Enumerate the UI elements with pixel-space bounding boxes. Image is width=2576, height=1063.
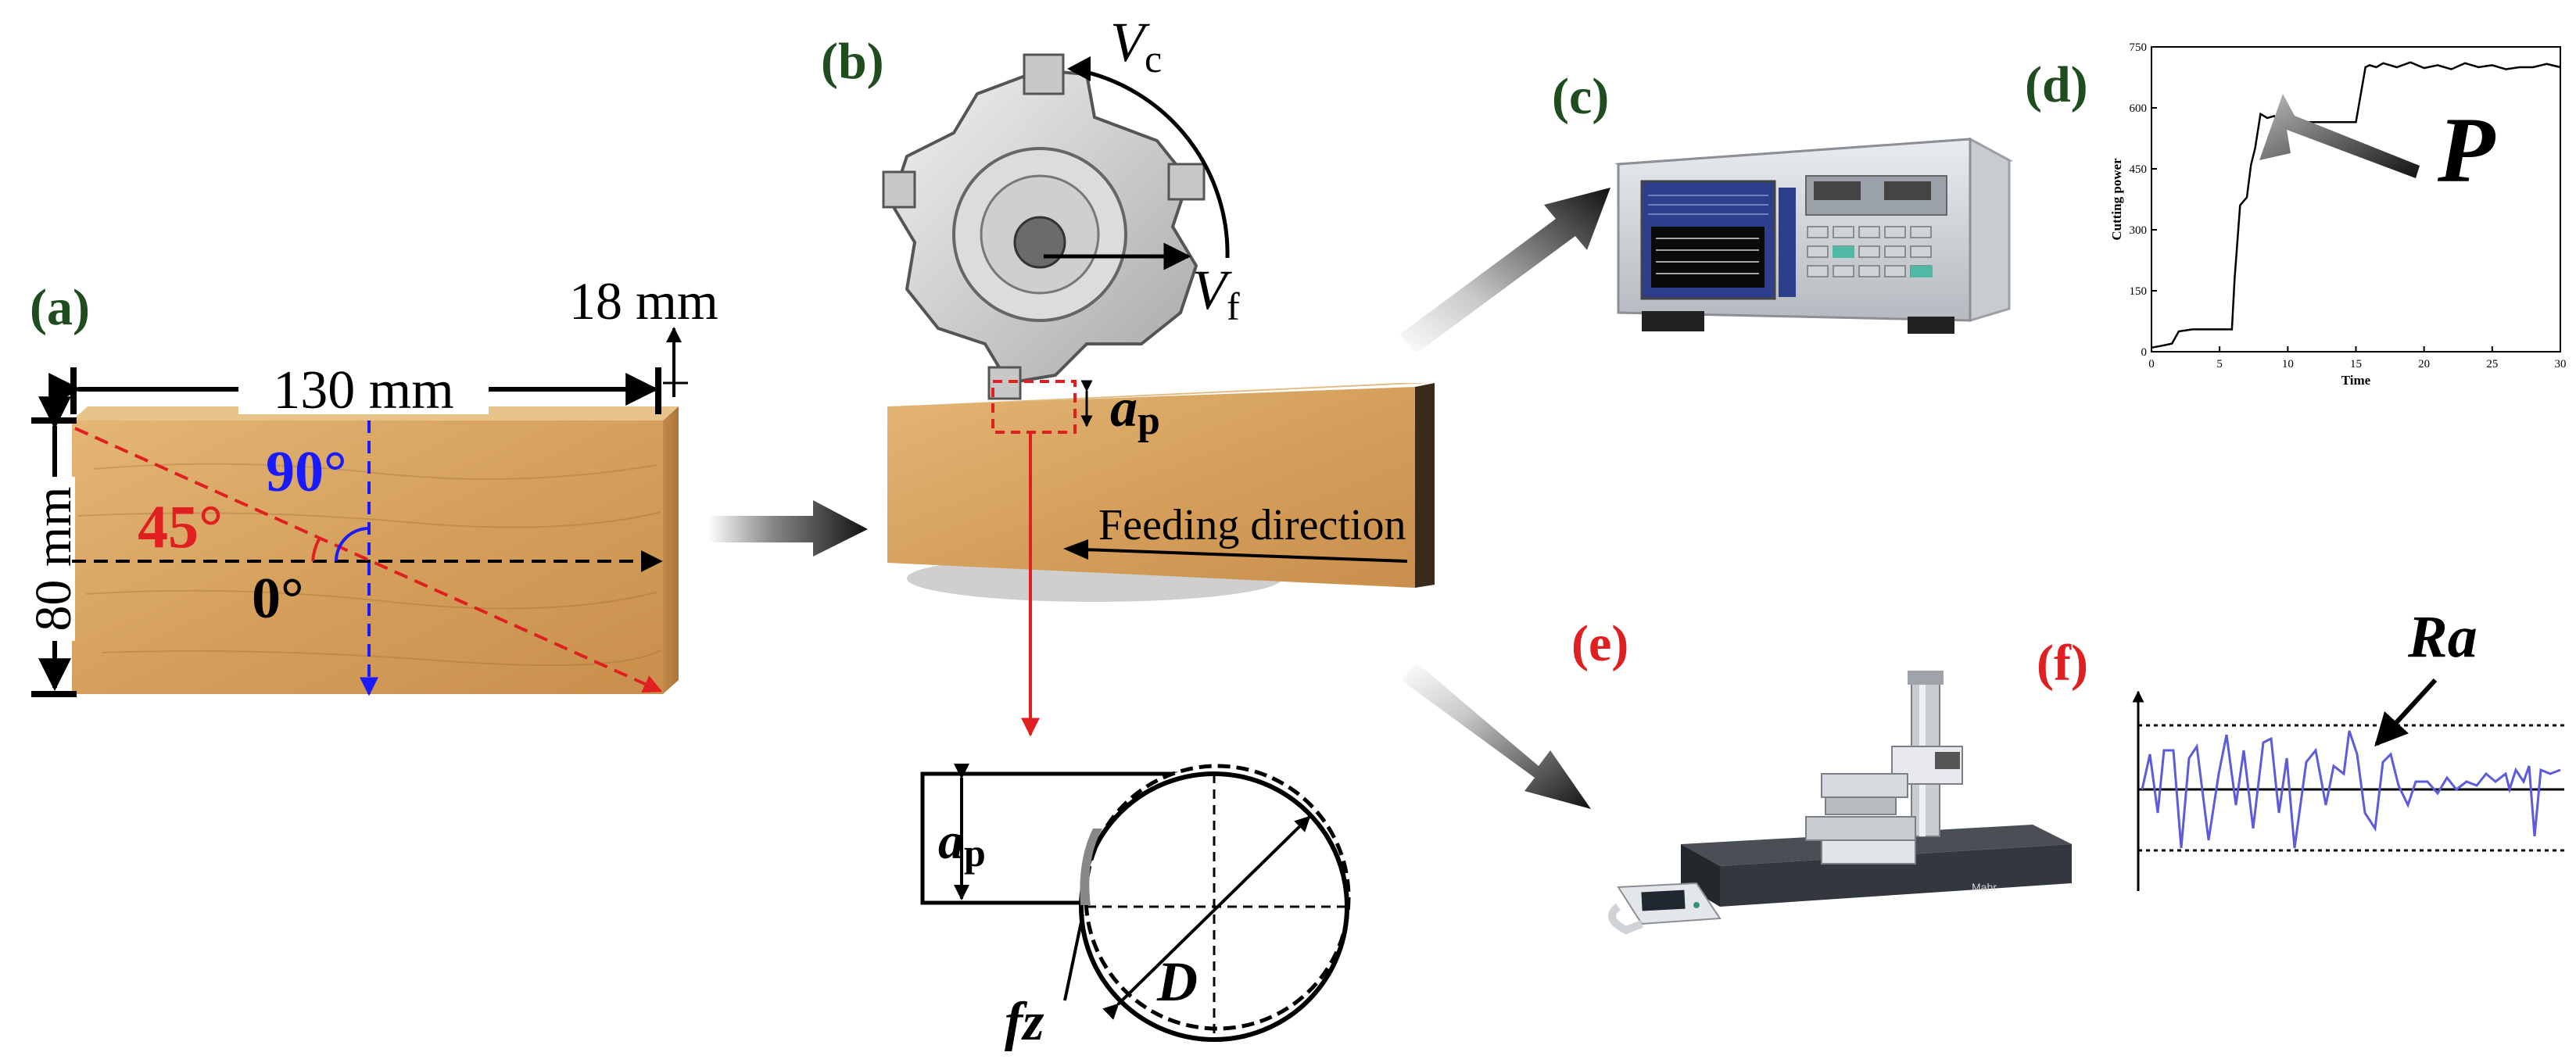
flow-arrow-b-to-c: [1399, 188, 1610, 353]
vc-arrowhead: [1067, 56, 1091, 81]
dim-length-bg: [238, 360, 489, 414]
p-marker-label: P: [2437, 98, 2496, 202]
angle-45-label: 45°: [138, 492, 223, 560]
y-tick-label: 600: [2130, 102, 2148, 115]
x-tick-label: 15: [2350, 358, 2362, 370]
panel-a-label: (a): [30, 279, 90, 336]
angle-90-label: 90°: [266, 440, 347, 504]
vc-rotation-arc: [1078, 68, 1230, 259]
flow-arrow-b-to-e: [1401, 663, 1591, 809]
x-tick-label: 30: [2555, 358, 2567, 370]
vf-label: Vf: [1192, 259, 1240, 328]
panel-e: (e) Mahr: [1571, 615, 2072, 935]
angle-45-line: [74, 427, 663, 693]
ap-label: ap: [1110, 378, 1160, 443]
detail-fz-label: fz: [1005, 992, 1044, 1052]
x-tick-label: 10: [2282, 358, 2294, 370]
angle-90-arc: [335, 527, 370, 562]
y-tick-label: 300: [2130, 224, 2148, 237]
x-axis-label: Time: [2341, 373, 2371, 388]
roughness-profile-plot: [2132, 690, 2564, 891]
feed-direction-label: Feeding direction: [1098, 501, 1406, 549]
workpiece-face: [887, 387, 1415, 588]
cut-geometry-detail: [920, 764, 1351, 1042]
y-tick-label: 150: [2130, 285, 2148, 298]
p-marker-arrow: [2259, 94, 2420, 178]
ra-marker-arrow: [2374, 678, 2438, 747]
wood-board-side: [663, 406, 679, 694]
dim-thickness-label: 18 mm: [569, 271, 718, 331]
y-tick-label: 450: [2130, 163, 2148, 176]
panel-f-label: (f): [2037, 635, 2088, 692]
y-axis-label: Cutting power: [2109, 158, 2124, 241]
y-tick-label: 750: [2130, 41, 2148, 54]
flow-arrow-a-to-b: [708, 500, 868, 557]
device-brand: Mahr: [1972, 881, 1997, 893]
milling-cutter: [882, 53, 1206, 400]
vc-label: Vc: [1110, 11, 1162, 81]
x-tick-label: 5: [2216, 358, 2223, 370]
panel-c-label: (c): [1552, 68, 1609, 125]
wood-grain: [77, 463, 661, 667]
workpiece-top: [891, 383, 1431, 406]
dim-length-label: 130 mm: [273, 360, 453, 421]
ra-marker-label: Ra: [2407, 604, 2477, 670]
panel-b-label: (b): [821, 33, 884, 90]
power-analyzer-device: [1614, 137, 2014, 334]
x-tick-label: 0: [2148, 358, 2155, 370]
panel-c: (c): [1552, 68, 2014, 334]
dim-height-bg: [28, 477, 75, 641]
panel-f: (f) Ra: [2037, 604, 2564, 891]
workpiece-end: [1415, 383, 1435, 588]
dim-height-label: 80 mm: [25, 486, 82, 631]
detail-ap-label: ap: [938, 813, 986, 875]
panel-e-label: (e): [1571, 615, 1628, 672]
detail-d-label: D: [1156, 950, 1198, 1013]
y-tick-label: 0: [2141, 346, 2148, 359]
panel-b: (b) Vc Vf ap Feeding direction: [821, 11, 1435, 1052]
chart-frame: [2151, 46, 2561, 353]
x-tick-label: 25: [2486, 358, 2498, 370]
feed-arrow-line: [1082, 548, 1408, 563]
cutting-power-series: [2151, 61, 2561, 349]
cut-zone-box: [991, 380, 1077, 434]
panel-d-label: (d): [2025, 56, 2088, 113]
angle-0-label: 0°: [252, 567, 304, 631]
roughness-tester-device: [1608, 671, 2072, 935]
x-tick-label: 20: [2418, 358, 2430, 370]
feed-arrowhead: [1063, 539, 1088, 560]
angle-45-arc: [311, 539, 321, 562]
panel-a: (a) 130 mm 80 mm 18 mm 0°: [25, 271, 718, 697]
